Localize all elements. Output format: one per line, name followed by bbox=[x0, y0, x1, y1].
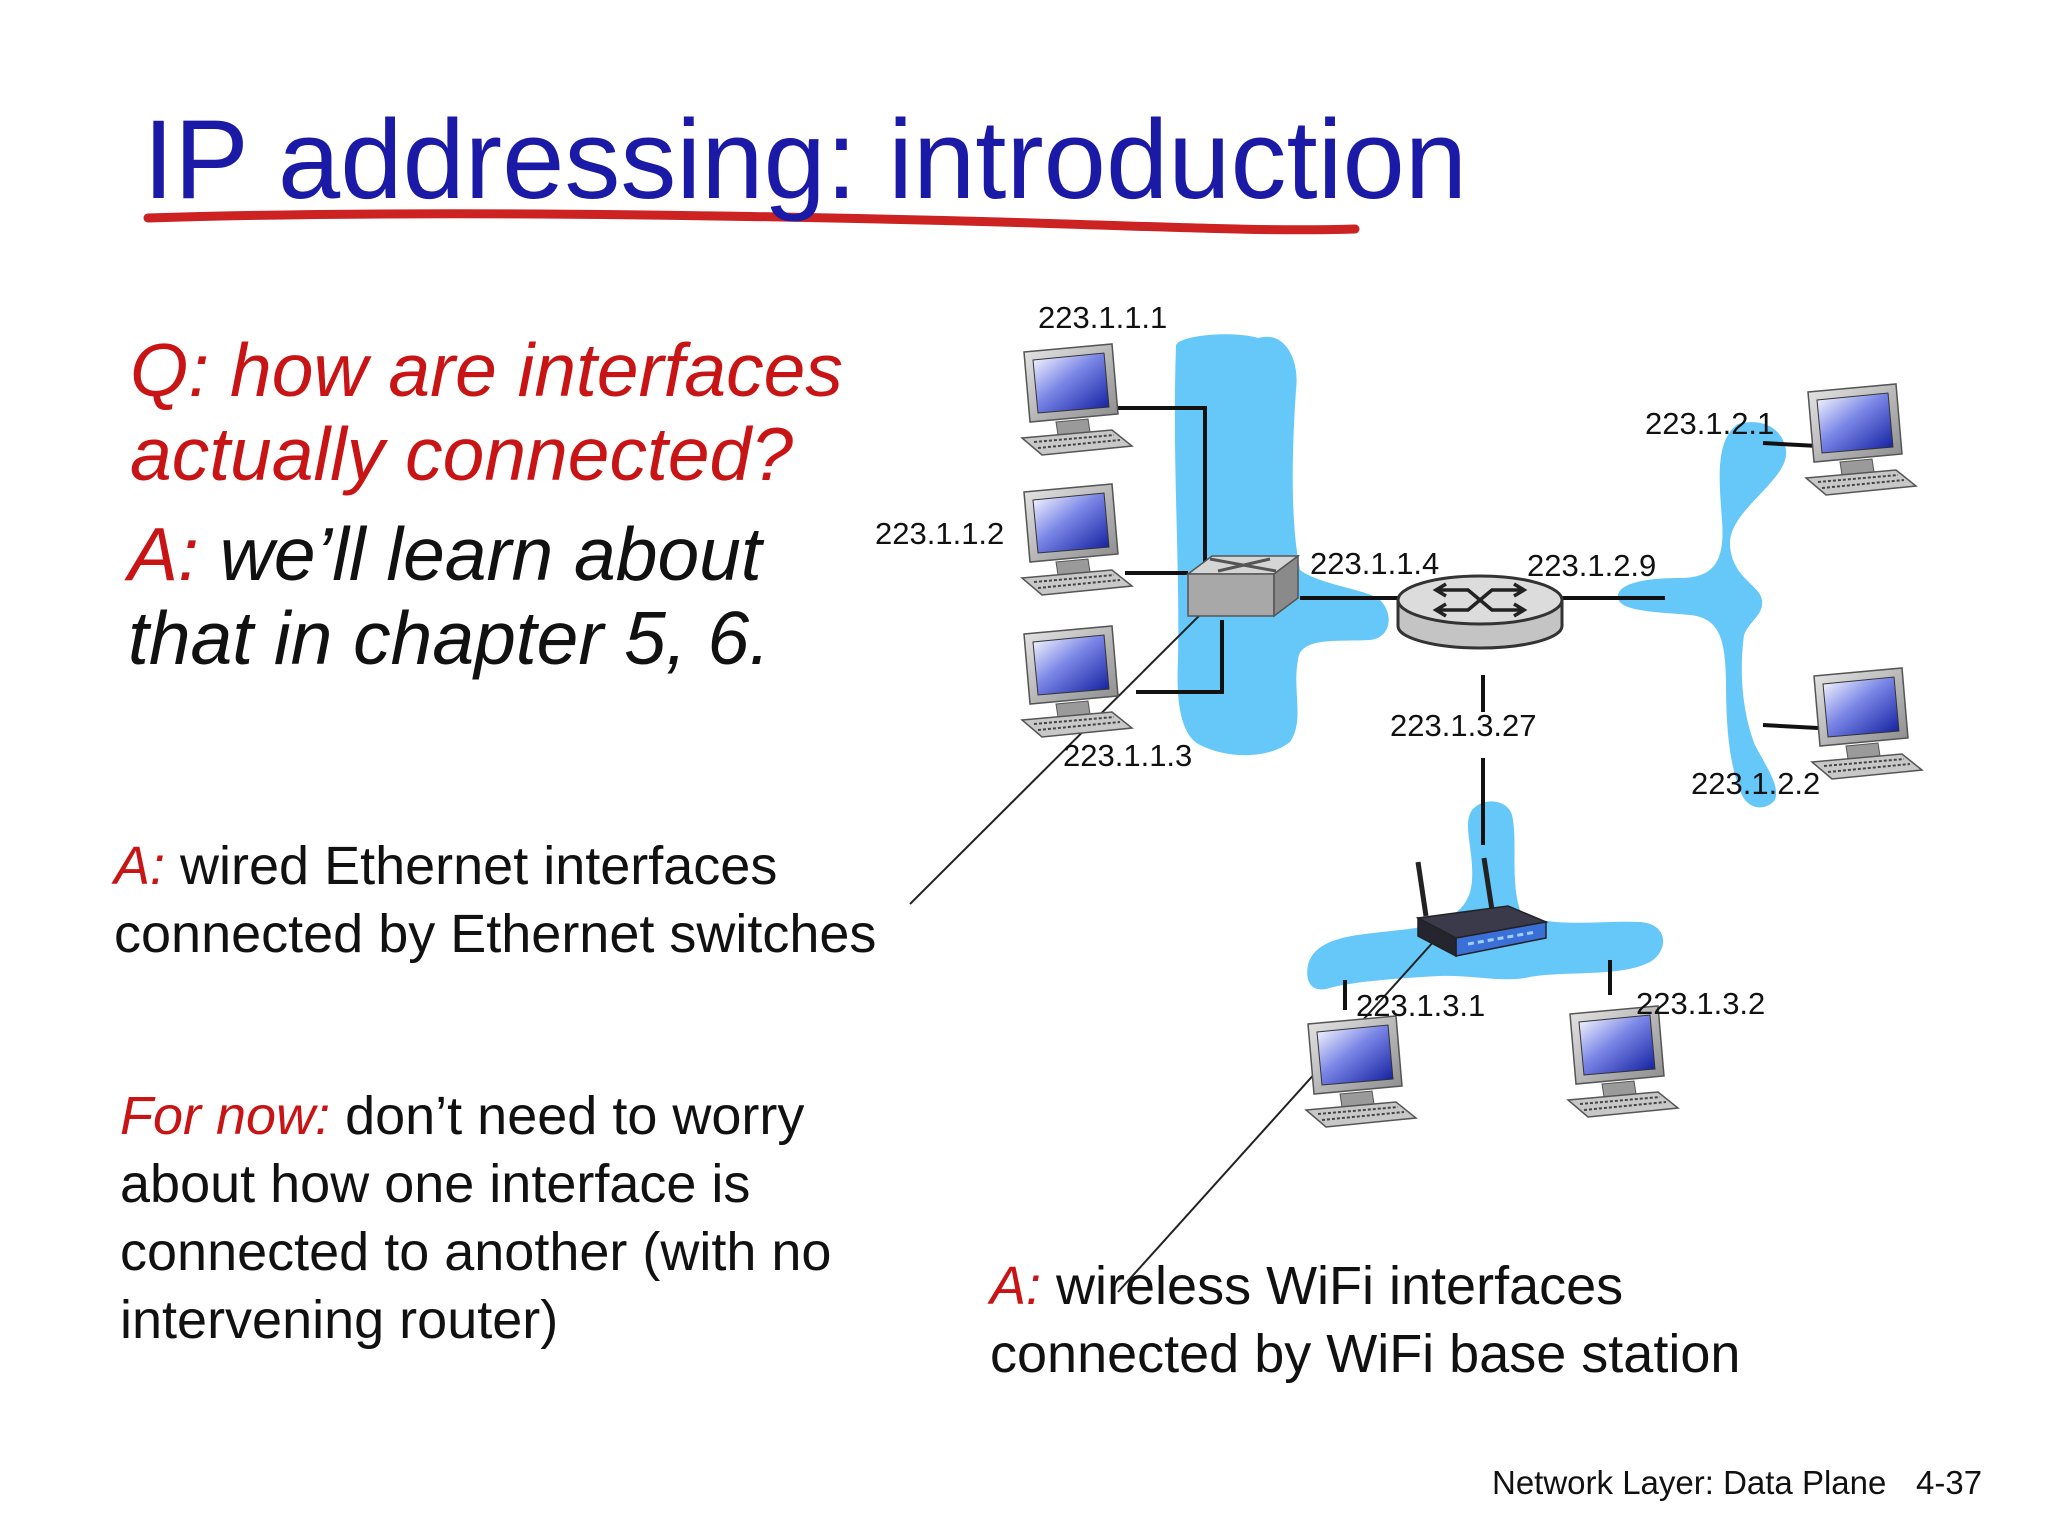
wifi-note-prefix: A: bbox=[990, 1256, 1042, 1316]
computer-icon-223-1-1-1 bbox=[1021, 343, 1133, 456]
for-now-line-2: about how one interface is bbox=[120, 1154, 751, 1214]
ip-label-223-1-2-9: 223.1.2.9 bbox=[1527, 548, 1657, 583]
ip-label-223-1-3-2: 223.1.3.2 bbox=[1636, 986, 1766, 1021]
computer-icon-223-1-3-2 bbox=[1567, 1005, 1679, 1118]
title-underline bbox=[143, 209, 1360, 235]
ethernet-note-line-2: connected by Ethernet switches bbox=[114, 904, 877, 964]
footer-section: Network Layer: Data Plane bbox=[1492, 1464, 1887, 1501]
links bbox=[1118, 406, 1819, 1010]
ip-label-223-1-1-4: 223.1.1.4 bbox=[1310, 546, 1440, 581]
question-line-2: actually connected? bbox=[130, 412, 793, 496]
computer-icon-223-1-2-1 bbox=[1805, 383, 1917, 496]
question-line-1: Q: how are interfaces bbox=[130, 328, 843, 412]
computer-icon-223-1-1-2 bbox=[1021, 483, 1133, 596]
for-now-prefix: For now: bbox=[120, 1086, 331, 1146]
wifi-note-line-1: A: wireless WiFi interfaces bbox=[990, 1252, 1623, 1320]
subnet-223-1-1-cloud bbox=[1174, 334, 1389, 756]
for-now-line-4: intervening router) bbox=[120, 1290, 559, 1350]
wifi-note-line-1-text: wireless WiFi interfaces bbox=[1041, 1256, 1624, 1316]
answer-line-1: A: we’ll learn about bbox=[128, 512, 762, 596]
subnet-223-1-2-cloud bbox=[1617, 422, 1787, 808]
wifi-note-line-2: connected by WiFi base station bbox=[990, 1324, 1741, 1384]
ethernet-switch-icon bbox=[1185, 554, 1301, 618]
wifi-base-station-icon bbox=[1415, 857, 1549, 958]
computer-icon-223-1-3-1 bbox=[1305, 1015, 1417, 1128]
router-icon bbox=[1396, 574, 1564, 650]
ip-label-223-1-3-27: 223.1.3.27 bbox=[1390, 708, 1537, 743]
ip-label-223-1-1-3: 223.1.1.3 bbox=[1063, 738, 1193, 773]
for-now-line-3: connected to another (with no bbox=[120, 1222, 832, 1282]
ethernet-note-line-1-text: wired Ethernet interfaces bbox=[165, 836, 778, 896]
footer-page-number: 4-37 bbox=[1916, 1464, 1983, 1501]
ip-label-223-1-1-1: 223.1.1.1 bbox=[1038, 300, 1168, 335]
pointer-lines bbox=[909, 582, 1436, 1293]
computer-icon-223-1-2-2 bbox=[1811, 667, 1923, 780]
for-now-line-1-text: don’t need to worry bbox=[330, 1086, 805, 1146]
for-now-line-1: For now: don’t need to worry bbox=[120, 1082, 804, 1150]
answer-line-1-text: we’ll learn about bbox=[198, 512, 762, 596]
page-title: IP addressing: introduction bbox=[143, 97, 1468, 222]
ethernet-note-line-1: A: wired Ethernet interfaces bbox=[114, 832, 777, 900]
ip-label-223-1-2-2: 223.1.2.2 bbox=[1691, 766, 1821, 801]
answer-line-2: that in chapter 5, 6. bbox=[128, 596, 771, 680]
ethernet-note-prefix: A: bbox=[114, 836, 166, 896]
computer-icon-223-1-1-3 bbox=[1021, 625, 1133, 738]
ip-label-223-1-3-1: 223.1.3.1 bbox=[1356, 988, 1486, 1023]
subnet-223-1-3-cloud bbox=[1307, 801, 1664, 990]
answer-prefix: A: bbox=[128, 512, 199, 596]
ip-label-223-1-1-2: 223.1.1.2 bbox=[875, 516, 1005, 551]
ip-label-223-1-2-1: 223.1.2.1 bbox=[1645, 406, 1775, 441]
